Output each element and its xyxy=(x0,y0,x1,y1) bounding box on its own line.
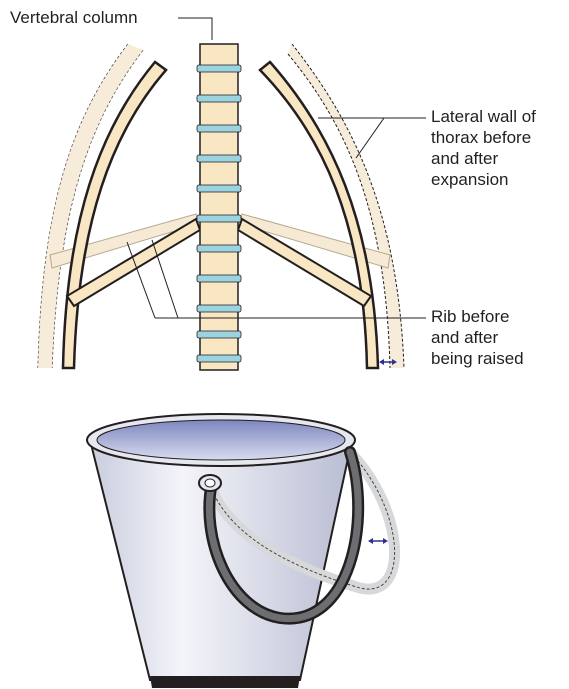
intervertebral-disc xyxy=(197,355,241,362)
intervertebral-disc xyxy=(197,65,241,72)
leader-lateral-wall-b xyxy=(356,118,384,158)
intervertebral-disc xyxy=(197,331,241,338)
label-vertebral-column: Vertebral column xyxy=(10,7,138,28)
leader-vertebral-column xyxy=(178,18,212,40)
label-rib: Rib before and after being raised xyxy=(431,306,524,369)
intervertebral-disc xyxy=(197,215,241,222)
vertebral-column-body xyxy=(200,44,238,370)
bucket-diagram xyxy=(87,414,395,688)
bucket-handle-lug-hole xyxy=(205,479,215,487)
lateral-wall-left xyxy=(63,62,166,368)
intervertebral-disc xyxy=(197,185,241,192)
intervertebral-disc xyxy=(197,275,241,282)
bucket-bottom xyxy=(150,676,300,688)
thorax-diagram xyxy=(38,18,426,370)
intervertebral-disc xyxy=(197,95,241,102)
intervertebral-disc xyxy=(197,305,241,312)
intervertebral-disc xyxy=(197,245,241,252)
vertebral-column xyxy=(197,44,241,370)
bucket-inside xyxy=(97,420,345,460)
lateral-wall-right xyxy=(260,62,378,368)
double-headed-arrow-icon xyxy=(368,538,388,544)
label-lateral-wall: Lateral wall of thorax before and after … xyxy=(431,106,536,190)
intervertebral-disc xyxy=(197,125,241,132)
intervertebral-disc xyxy=(197,155,241,162)
